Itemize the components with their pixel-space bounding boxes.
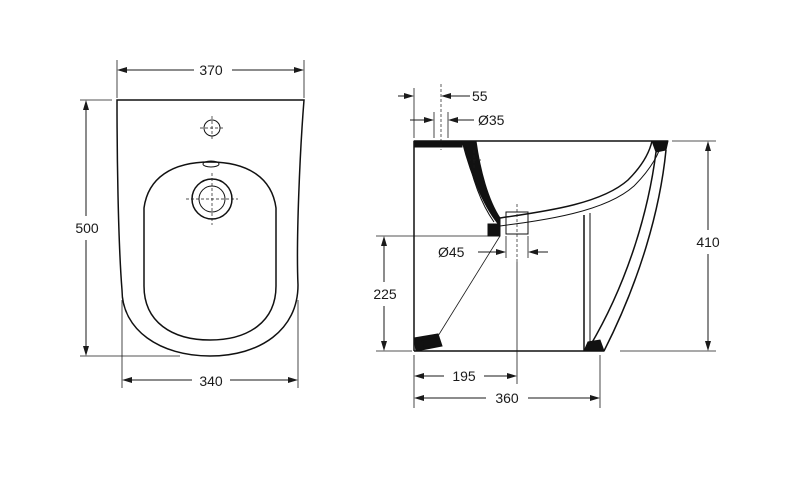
dim-total-height: 410 (620, 140, 720, 352)
dim-waste-height: 225 (373, 235, 488, 352)
dim-height: 500 (75, 99, 180, 357)
dim-waste-diameter: Ø45 (438, 236, 548, 260)
front-view (116, 99, 305, 357)
front-face (603, 149, 667, 352)
front-view-outline (116, 99, 305, 357)
dim-height-label: 500 (75, 220, 99, 236)
dim-depth-label: 360 (495, 390, 519, 406)
front-view-basin (143, 161, 277, 341)
dim-depth: 360 (413, 355, 601, 408)
dim-bottom-width: 340 (121, 300, 299, 389)
dim-tap-offset-label: 55 (472, 88, 488, 104)
foot-front (583, 339, 605, 352)
dim-waste-diameter-label: Ø45 (438, 244, 465, 260)
overflow-slot (202, 160, 220, 168)
dim-bottom-width-label: 340 (199, 373, 223, 389)
basin-bowl (499, 140, 653, 219)
dim-total-height-label: 410 (696, 234, 720, 250)
dim-tap-diameter: Ø35 (410, 112, 505, 138)
dim-tap-offset: 55 (398, 88, 488, 138)
dim-tap-diameter-label: Ø35 (478, 112, 505, 128)
dim-waste-height-label: 225 (373, 286, 397, 302)
dim-top-width: 370 (116, 60, 305, 98)
side-view (413, 84, 669, 352)
dim-top-width-label: 370 (199, 62, 223, 78)
waste-outlet-section (487, 223, 501, 237)
dim-waste-distance-label: 195 (452, 368, 476, 384)
tap-hole-section (413, 140, 463, 148)
floor-connection (413, 333, 443, 352)
dim-waste-distance: 195 (413, 262, 518, 384)
